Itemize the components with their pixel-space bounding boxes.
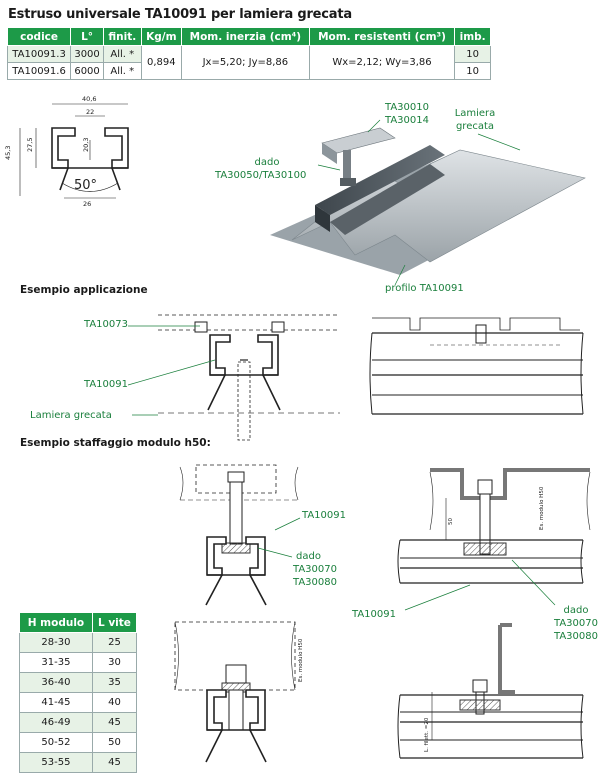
- cell-codice: TA10091.6: [6, 62, 72, 80]
- cell-kgm: 0,894: [140, 45, 182, 80]
- cell-h: 50-52: [19, 732, 93, 753]
- cell-l: 40: [91, 692, 138, 713]
- dim-angle: 50°: [74, 178, 97, 193]
- cell-l: 45: [91, 752, 138, 773]
- cell-l: 45: [91, 712, 138, 733]
- label-ta10091: TA10091: [84, 379, 128, 390]
- spec-table: codice L° finit. Kg/m Mom. inerzia (cm⁴)…: [6, 27, 491, 80]
- product-render: [270, 127, 586, 275]
- cell-h: 53-55: [19, 752, 93, 773]
- cell-imb: 10: [454, 45, 491, 63]
- cell-finit: All. *: [102, 62, 142, 80]
- label-lamiera: Lamiera: [454, 108, 496, 119]
- cell-finit: All. *: [102, 45, 142, 63]
- label-ta30080-b: TA30080: [554, 631, 598, 642]
- cell-l: 30: [91, 652, 138, 673]
- cell-l: 25: [91, 632, 138, 653]
- col-codice: codice: [6, 27, 72, 46]
- label-ta30070-a: TA30070: [293, 564, 337, 575]
- cell-l: 35: [91, 672, 138, 693]
- es-modulo-label-1: Es. modulo H50: [539, 486, 545, 530]
- col-l: L°: [70, 27, 104, 46]
- label-ta10091-a: TA10091: [302, 510, 346, 521]
- mounting-dimension-labels: 50 Es. modulo H50 Es. modulo H50 L. file…: [298, 486, 545, 752]
- application-leader-lines: [127, 325, 216, 416]
- label-dado-codes: TA30050/TA30100: [215, 170, 307, 181]
- label-dado-a: dado: [296, 551, 321, 562]
- render-leader-lines: [317, 119, 521, 286]
- cell-l: 50: [91, 732, 138, 753]
- application-side-drawing: [369, 317, 584, 415]
- col-inerzia: Mom. inerzia (cm⁴): [180, 27, 310, 46]
- label-ta30070-b: TA30070: [554, 618, 598, 629]
- cell-h: 41-45: [19, 692, 93, 713]
- cell-h: 28-30: [19, 632, 93, 653]
- section-title-applicazione: Esempio applicazione: [20, 284, 148, 296]
- table-row: TA10091.3 3000 All. * 0,894 Jx=5,20; Jy=…: [6, 45, 491, 80]
- dim-width-top: 40,6: [82, 95, 96, 103]
- mounting-side-top: [397, 468, 591, 584]
- label-ta10073: TA10073: [84, 319, 128, 330]
- cell-l: 6000: [70, 62, 104, 80]
- dim-inner: 22: [86, 108, 94, 116]
- mounting-section-bottom: [174, 621, 296, 763]
- page-title: Estruso universale TA10091 per lamiera g…: [8, 7, 352, 22]
- col-finit: finit.: [102, 27, 142, 46]
- dim-base: 26: [83, 200, 91, 208]
- col-h-modulo: H modulo: [19, 612, 93, 633]
- cell-imb: 10: [454, 62, 491, 80]
- label-ta30010: TA30010: [385, 102, 429, 113]
- label-ta30080-a: TA30080: [293, 577, 337, 588]
- cell-h: 36-40: [19, 672, 93, 693]
- cell-h: 46-49: [19, 712, 93, 733]
- label-dado: dado: [254, 157, 280, 168]
- l-filetto-label: L. filett. =20: [424, 717, 430, 752]
- col-l-vite: L vite: [91, 612, 138, 633]
- cell-inerzia: Jx=5,20; Jy=8,86: [180, 45, 310, 80]
- dim-50: 50: [448, 518, 454, 525]
- dim-h-total: 45,3: [4, 146, 12, 160]
- es-modulo-label-2: Es. modulo H50: [298, 638, 304, 682]
- dim-h-mid: 27,5: [26, 138, 34, 152]
- mounting-leaders-top: [257, 517, 301, 558]
- profile-dimension-labels: 40,6 22 45,3 27,5 20,3 26: [4, 95, 96, 208]
- cell-h: 31-35: [19, 652, 93, 673]
- label-ta10091-b: TA10091: [352, 609, 396, 620]
- mounting-side-bottom: [397, 623, 584, 759]
- profile-section-drawing: [19, 103, 129, 199]
- label-grecata: grecata: [455, 121, 495, 132]
- table-row: TA10091.6 6000 All. * 10: [6, 62, 491, 80]
- label-dado-b: dado: [563, 605, 589, 616]
- label-profilo: profilo TA10091: [385, 283, 464, 294]
- label-ta30014: TA30014: [385, 115, 429, 126]
- mounting-leaders-right: [404, 559, 556, 611]
- cell-codice: TA10091.3: [6, 45, 72, 63]
- mounting-section-top: [179, 464, 299, 606]
- label-lamiera-grecata: Lamiera grecata: [30, 410, 112, 421]
- dim-h-inner: 20,3: [82, 138, 90, 152]
- application-section-drawing: [158, 314, 340, 441]
- section-title-staffaggio: Esempio staffaggio modulo h50:: [20, 437, 211, 449]
- col-resistenti: Mom. resistenti (cm³): [308, 27, 456, 46]
- cell-resistenti: Wx=2,12; Wy=3,86: [308, 45, 456, 80]
